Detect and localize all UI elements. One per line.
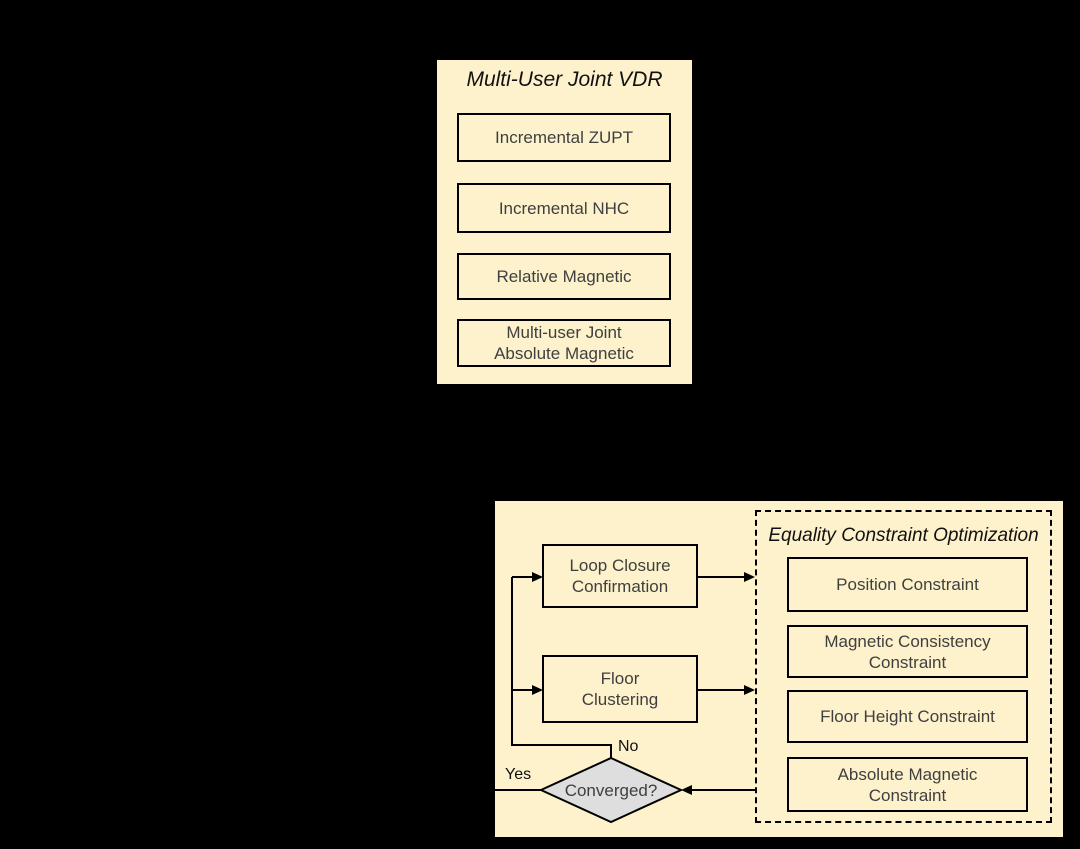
position-constraint-box: Position Constraint — [787, 557, 1028, 612]
vdr-panel: Multi-User Joint VDR Incremental ZUPT In… — [437, 60, 692, 384]
multi-user-joint-absolute-magnetic-box: Multi-user Joint Absolute Magnetic — [457, 319, 671, 367]
magnetic-consistency-constraint-box: Magnetic Consistency Constraint — [787, 625, 1028, 678]
loop-closure-confirmation-box: Loop Closure Confirmation — [542, 544, 698, 608]
incremental-zupt-box: Incremental ZUPT — [457, 113, 671, 162]
no-edge-label: No — [618, 738, 639, 755]
vdr-panel-title: Multi-User Joint VDR — [466, 68, 663, 91]
eco-group-title: Equality Constraint Optimization — [768, 525, 1039, 546]
floor-clustering-box: Floor Clustering — [542, 655, 698, 723]
absolute-magnetic-constraint-box: Absolute Magnetic Constraint — [787, 757, 1028, 812]
yes-edge-label: Yes — [505, 766, 532, 783]
relative-magnetic-box: Relative Magnetic — [457, 253, 671, 300]
equality-constraint-optimization-group: Equality Constraint Optimization Positio… — [755, 510, 1052, 823]
floor-height-constraint-box: Floor Height Constraint — [787, 690, 1028, 743]
converged-decision-label: Converged? — [564, 781, 658, 800]
incremental-nhc-box: Incremental NHC — [457, 183, 671, 233]
